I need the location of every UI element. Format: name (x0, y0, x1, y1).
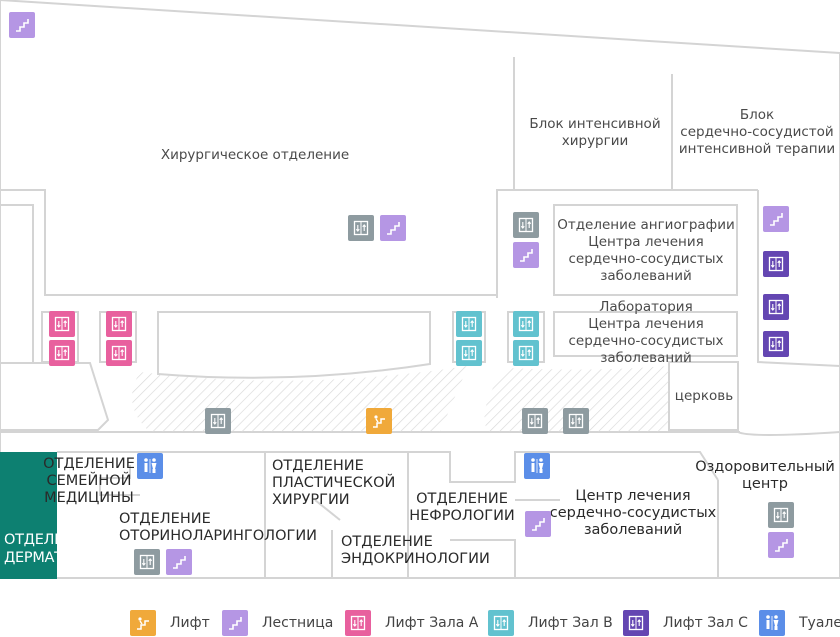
cardio-center-line-1: Центр лечения (575, 488, 691, 504)
plastic-surgery-label: ОТДЕЛЕНИЕ ПЛАСТИЧЕСКОЙ ХИРУРГИИ (272, 458, 395, 509)
elevator-icon[interactable] (513, 212, 539, 238)
stairs-icon[interactable] (380, 215, 406, 241)
legend-item-lift-c: Лифт Зал С (623, 609, 748, 637)
lift-icon (130, 610, 156, 636)
elevator-icon[interactable] (456, 311, 482, 337)
legend-label: Лифт Зал С (663, 615, 748, 631)
cardio-center-line-3: заболеваний (583, 522, 683, 538)
elevator-icon[interactable] (563, 408, 589, 434)
surgery-label: Хирургическое отделение (160, 147, 350, 163)
dermatology-line-2: ДЕРМАТОЛОГИИ (4, 550, 126, 566)
stairs-icon[interactable] (525, 511, 551, 537)
legend-label: Лифт (170, 615, 210, 631)
elevator-icon[interactable] (513, 340, 539, 366)
otorhino-line-1: ОТДЕЛЕНИЕ (119, 511, 211, 527)
elevator-icon[interactable] (205, 408, 231, 434)
stairs-icon[interactable] (513, 242, 539, 268)
toilet-icon[interactable] (524, 453, 550, 479)
toilet-icon (759, 610, 785, 636)
angiography-line-3: сердечно-сосудистых (568, 251, 724, 267)
wellness-label: Оздоровительный центр (690, 459, 840, 493)
legend-item-toilet: Туалет (759, 609, 840, 637)
elevator-icon[interactable] (763, 251, 789, 277)
family-medicine-line-1: ОТДЕЛЕНИЕ (43, 456, 135, 472)
elevator-icon[interactable] (763, 331, 789, 357)
toilet-icon[interactable] (137, 453, 163, 479)
angiography-line-1: Отделение ангиографии (557, 217, 735, 233)
laboratory-line-4: заболеваний (600, 350, 692, 366)
cardio-icu-line-2: сердечно-сосудистой (680, 124, 834, 140)
elevator-icon[interactable] (768, 502, 794, 528)
legend-label: Лифт Зала А (385, 615, 479, 631)
family-medicine-line-3: МЕДИЦИНЫ (44, 490, 134, 506)
icu-surgery-line-1: Блок интенсивной (529, 116, 661, 132)
nephrology-line-2: НЕФРОЛОГИИ (409, 508, 515, 524)
elevator-icon[interactable] (134, 549, 160, 575)
elevator-icon (488, 610, 514, 636)
laboratory-label: Лаборатория Центра лечения сердечно-сосу… (556, 299, 736, 367)
stairs-icon (222, 610, 248, 636)
church-label: церковь (674, 388, 734, 404)
laboratory-line-3: сердечно-сосудистых (568, 333, 724, 349)
stairs-icon[interactable] (9, 12, 35, 38)
legend-item-lift-b: Лифт Зал В (488, 609, 613, 637)
elevator-icon[interactable] (348, 215, 374, 241)
icu-surgery-label: Блок интенсивной хирургии (520, 116, 670, 150)
dermatology-line-1: ОТДЕЛЕНИЕ (4, 532, 94, 548)
dermatology-label: ОТДЕЛЕНИЕ ДЕРМАТОЛОГИИ (4, 531, 125, 567)
cardio-center-label: Центр лечения сердечно-сосудистых заболе… (548, 488, 718, 539)
angiography-line-4: заболеваний (600, 268, 692, 284)
elevator-icon[interactable] (49, 311, 75, 337)
elevator-icon[interactable] (763, 294, 789, 320)
dermatology-block[interactable] (0, 452, 57, 579)
elevator-icon[interactable] (456, 340, 482, 366)
elevator-icon[interactable] (513, 311, 539, 337)
plastic-surgery-line-1: ОТДЕЛЕНИЕ (272, 458, 364, 474)
elevator-icon[interactable] (522, 408, 548, 434)
elevator-icon (623, 610, 649, 636)
cardio-icu-line-3: интенсивной терапии (678, 141, 836, 157)
otorhino-line-2: ОТОРИНОЛАРИНГОЛОГИИ (119, 528, 318, 544)
stairs-icon[interactable] (166, 549, 192, 575)
plastic-surgery-line-3: ХИРУРГИИ (272, 492, 350, 508)
plastic-surgery-line-2: ПЛАСТИЧЕСКОЙ (272, 475, 396, 491)
family-medicine-line-2: СЕМЕЙНОЙ (46, 473, 132, 489)
family-medicine-label: ОТДЕЛЕНИЕ СЕМЕЙНОЙ МЕДИЦИНЫ (40, 456, 138, 507)
laboratory-line-1: Лаборатория (599, 299, 693, 315)
legend-item-lift-a: Лифт Зала А (345, 609, 478, 637)
legend-label: Туалет (799, 615, 840, 631)
elevator-icon[interactable] (49, 340, 75, 366)
stairs-icon[interactable] (763, 206, 789, 232)
cardio-center-line-2: сердечно-сосудистых (549, 505, 717, 521)
elevator-icon (345, 610, 371, 636)
stairs-icon[interactable] (768, 532, 794, 558)
lift-icon[interactable] (366, 408, 392, 434)
icu-surgery-line-2: хирургии (561, 133, 629, 149)
legend-item-lift: Лифт (130, 609, 210, 637)
endocrinology-label: ОТДЕЛЕНИЕ ЭНДОКРИНОЛОГИИ (341, 534, 490, 568)
laboratory-line-2: Центра лечения (588, 316, 704, 332)
nephrology-label: ОТДЕЛЕНИЕ НЕФРОЛОГИИ (408, 491, 516, 525)
cardio-icu-label: Блок сердечно-сосудистой интенсивной тер… (674, 107, 840, 158)
legend-label: Лифт Зал В (528, 615, 613, 631)
endocrinology-line-2: ЭНДОКРИНОЛОГИИ (341, 551, 490, 567)
nephrology-line-1: ОТДЕЛЕНИЕ (416, 491, 508, 507)
elevator-icon[interactable] (106, 340, 132, 366)
cardio-icu-line-1: Блок (739, 107, 775, 123)
elevator-icon[interactable] (106, 311, 132, 337)
wellness-line-2: центр (742, 476, 788, 492)
angiography-label: Отделение ангиографии Центра лечения сер… (556, 217, 736, 285)
angiography-line-2: Центра лечения (588, 234, 704, 250)
legend-label: Лестница (262, 615, 334, 631)
otorhino-label: ОТДЕЛЕНИЕ ОТОРИНОЛАРИНГОЛОГИИ (119, 511, 317, 545)
endocrinology-line-1: ОТДЕЛЕНИЕ (341, 534, 433, 550)
legend-item-stairs: Лестница (222, 609, 333, 637)
wellness-line-1: Оздоровительный (695, 459, 835, 475)
